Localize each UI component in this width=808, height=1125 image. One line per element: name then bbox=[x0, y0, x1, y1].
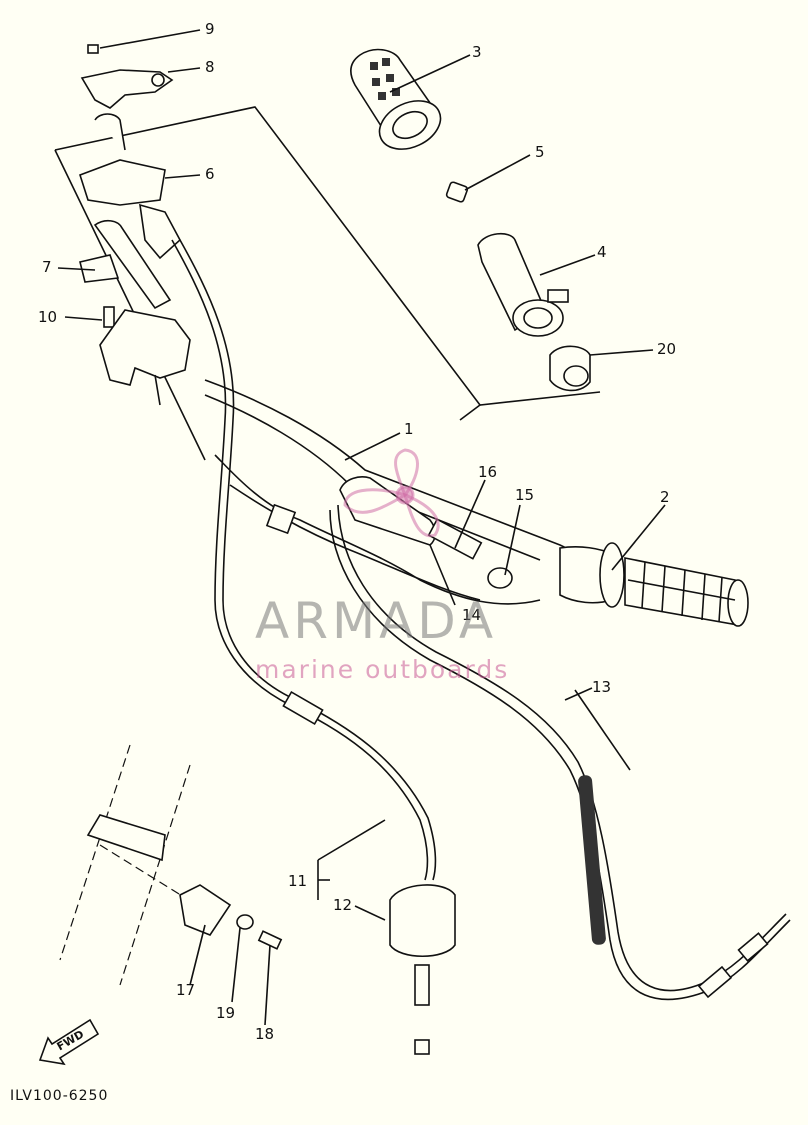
callout-2: 2 bbox=[660, 488, 670, 506]
lever-assembly bbox=[79, 44, 191, 406]
fwd-arrow bbox=[38, 1018, 100, 1066]
callout-6: 6 bbox=[205, 165, 215, 183]
callout-18: 18 bbox=[255, 1025, 275, 1043]
callout-15: 15 bbox=[515, 486, 535, 504]
callout-19: 19 bbox=[216, 1004, 236, 1022]
clutch-cable bbox=[171, 239, 456, 1055]
diagram-part-code: ILV100-6250 bbox=[10, 1088, 109, 1104]
mount-area bbox=[59, 744, 283, 986]
callout-5: 5 bbox=[535, 143, 545, 161]
callout-16: 16 bbox=[478, 463, 498, 481]
callout-20: 20 bbox=[657, 340, 677, 358]
callout-7: 7 bbox=[42, 258, 52, 276]
callout-9: 9 bbox=[205, 20, 215, 38]
watermark-title: ARMADA bbox=[255, 592, 498, 650]
callout-1: 1 bbox=[404, 420, 414, 438]
callout-8: 8 bbox=[205, 58, 215, 76]
callout-17: 17 bbox=[176, 981, 196, 999]
callout-11: 11 bbox=[288, 872, 308, 890]
callout-10: 10 bbox=[38, 308, 58, 326]
throttle-housing bbox=[339, 476, 513, 589]
left-grip bbox=[350, 48, 442, 150]
callout-4: 4 bbox=[597, 243, 607, 261]
leader-lines bbox=[57, 29, 666, 1026]
throttle-cable bbox=[329, 504, 791, 1001]
callout-3: 3 bbox=[472, 43, 482, 61]
assembly-group-outline bbox=[54, 106, 601, 461]
right-grip bbox=[559, 542, 749, 627]
part-5-bolt bbox=[445, 181, 469, 203]
part-20-cap bbox=[549, 345, 591, 392]
throttle-tube bbox=[477, 232, 569, 337]
callout-12: 12 bbox=[333, 896, 353, 914]
callout-13: 13 bbox=[592, 678, 612, 696]
callout-14: 14 bbox=[462, 606, 482, 624]
watermark-subtitle: marine outboards bbox=[255, 655, 510, 684]
watermark-logo bbox=[343, 448, 440, 538]
